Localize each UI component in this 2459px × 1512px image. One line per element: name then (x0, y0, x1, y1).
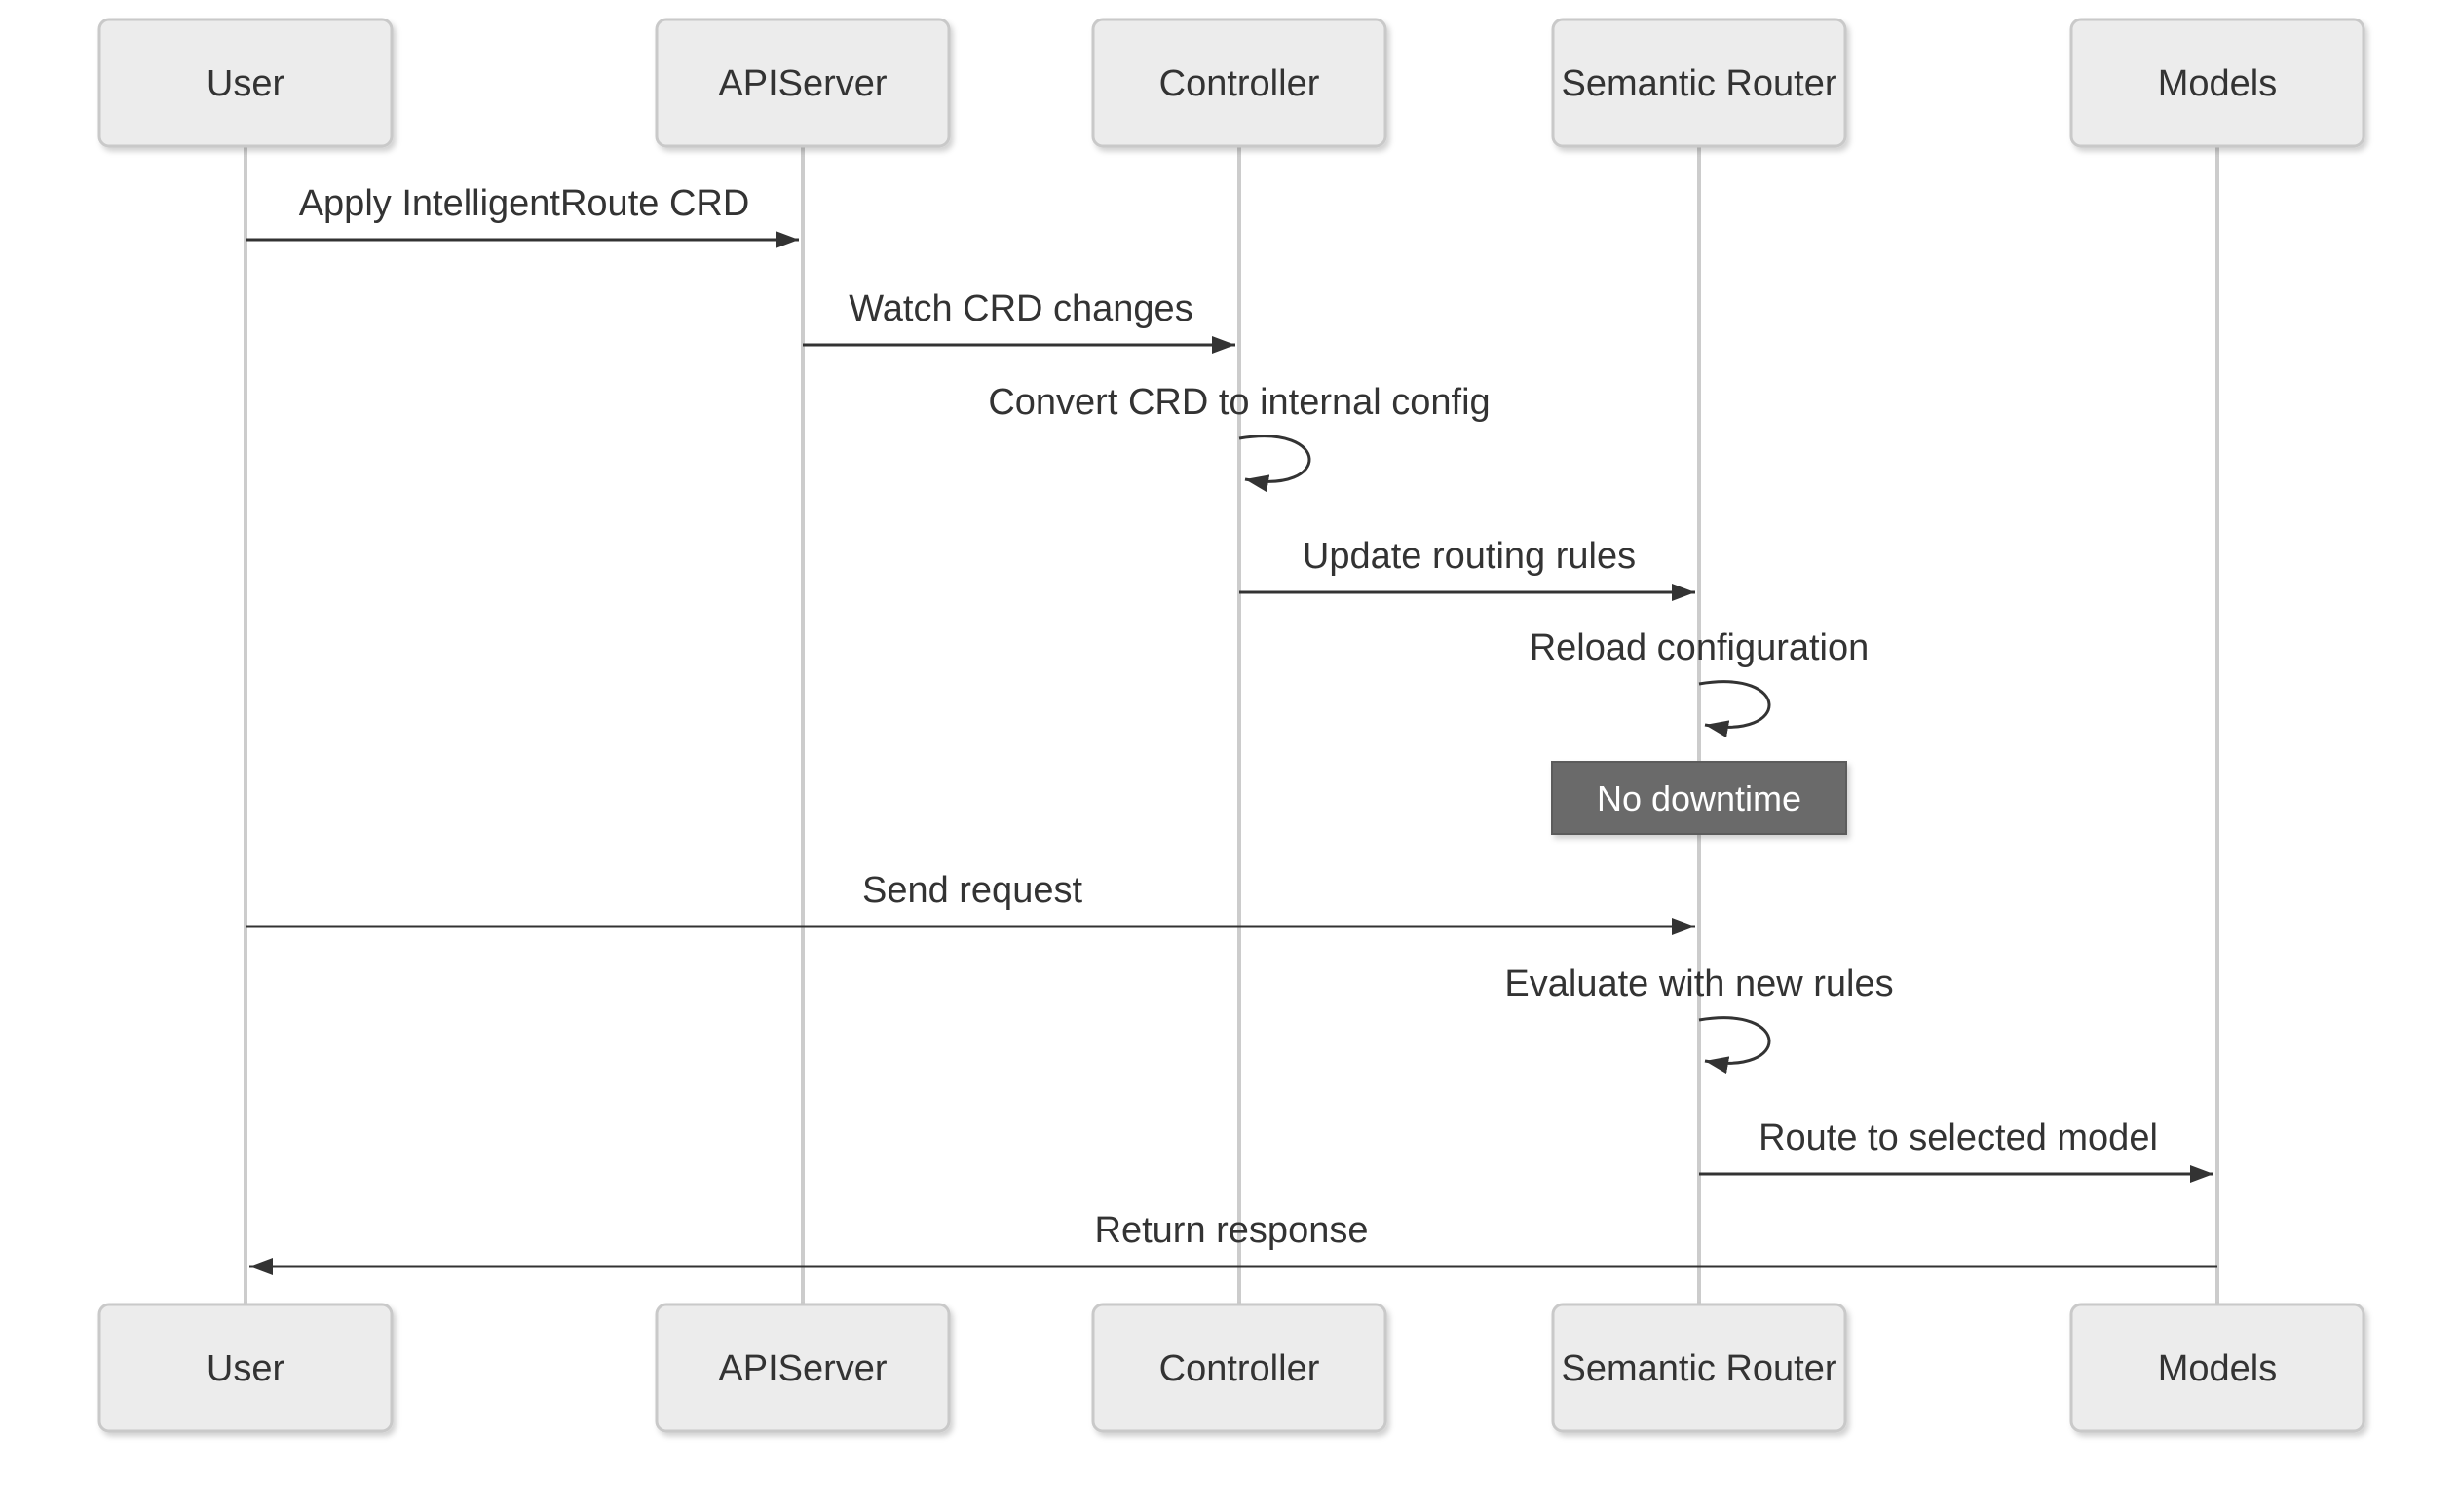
actor-top-semantic-router: Semantic Router (1551, 18, 1847, 148)
actor-box (1551, 1303, 1847, 1433)
actor-bottom-semantic-router: Semantic Router (1551, 1303, 1847, 1433)
actor-top-user: User (97, 18, 394, 148)
actor-box (2069, 1303, 2365, 1433)
message-send-request: Send request (246, 870, 1695, 935)
self-loop-arrow (1238, 435, 1311, 493)
actor-box (1091, 1303, 1387, 1433)
actor-label: Models (2158, 63, 2278, 104)
actor-label: Controller (1159, 63, 1320, 104)
message-label: Apply IntelligentRoute CRD (299, 183, 750, 224)
actor-box (97, 1303, 394, 1433)
message-watch-crd-changes: Watch CRD changes (803, 288, 1235, 354)
self-loop-arrow (1698, 1016, 1771, 1075)
message-convert-crd-to-internal-config: Convert CRD to internal config (988, 382, 1491, 493)
message-apply-intelligentroute-crd: Apply IntelligentRoute CRD (246, 183, 799, 248)
actor-bottom-user: User (97, 1303, 394, 1433)
message-label: Watch CRD changes (849, 288, 1192, 329)
actor-label: APIServer (718, 1348, 888, 1389)
actor-bottom-models: Models (2069, 1303, 2365, 1433)
message-return-response: Return response (249, 1210, 2217, 1275)
actor-label: User (207, 63, 285, 104)
message-reload-configuration: Reload configuration (1530, 627, 1870, 738)
actor-top-models: Models (2069, 18, 2365, 148)
message-evaluate-with-new-rules: Evaluate with new rules (1504, 964, 1894, 1075)
actor-box (655, 1303, 951, 1433)
actors-top: User APIServer Controller Semantic Route… (97, 18, 2365, 148)
actor-top-apiserver: APIServer (655, 18, 951, 148)
actor-box (97, 18, 394, 148)
actor-bottom-controller: Controller (1091, 1303, 1387, 1433)
message-label: Update routing rules (1303, 536, 1636, 577)
message-route-to-selected-model: Route to selected model (1699, 1117, 2213, 1183)
message-label: Evaluate with new rules (1504, 964, 1893, 1004)
actor-box (1551, 18, 1847, 148)
actor-label: Models (2158, 1348, 2278, 1389)
actor-label: APIServer (718, 63, 888, 104)
actor-box (2069, 18, 2365, 148)
actor-top-controller: Controller (1091, 18, 1387, 148)
actor-bottom-apiserver: APIServer (655, 1303, 951, 1433)
actor-label: Semantic Router (1561, 63, 1836, 104)
message-label: Route to selected model (1759, 1117, 2158, 1158)
note-box (1551, 761, 1847, 835)
actors-bottom: User APIServer Controller Semantic Route… (97, 1303, 2365, 1433)
actor-label: Semantic Router (1561, 1348, 1836, 1389)
note-no-downtime: No downtime (1551, 761, 1847, 835)
message-label: Return response (1095, 1210, 1369, 1251)
lifelines (244, 146, 2219, 1304)
actor-box (655, 18, 951, 148)
actor-label: User (207, 1348, 285, 1389)
actor-label: Controller (1159, 1348, 1320, 1389)
message-label: Convert CRD to internal config (988, 382, 1490, 423)
message-update-routing-rules: Update routing rules (1239, 536, 1695, 601)
message-label: Send request (862, 870, 1082, 911)
self-loop-arrow (1698, 680, 1771, 738)
note-label: No downtime (1597, 778, 1801, 818)
message-label: Reload configuration (1530, 627, 1870, 668)
actor-box (1091, 18, 1387, 148)
